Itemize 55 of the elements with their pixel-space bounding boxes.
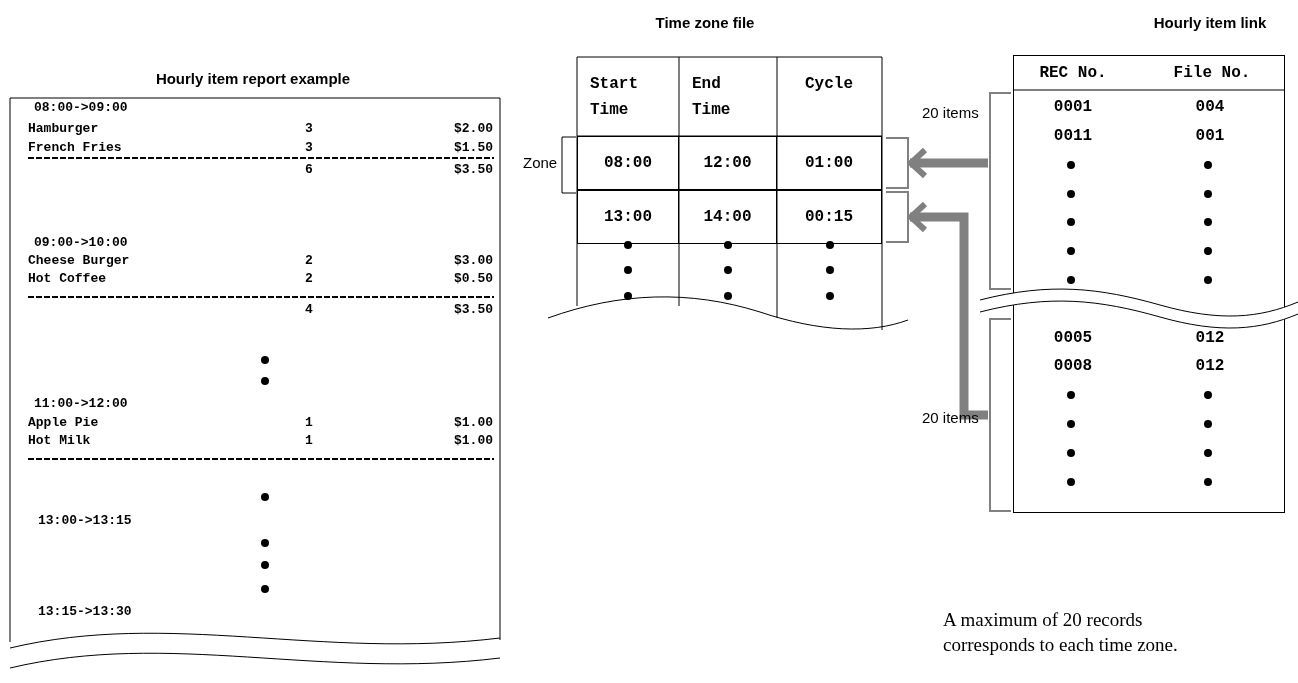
subtotal-amount: $3.50 [454, 302, 493, 318]
arrow [908, 147, 988, 179]
item-count-label: 20 items [922, 409, 979, 427]
record-cell-text: 0001 [1053, 97, 1093, 118]
item-name: Hot Milk [28, 433, 91, 449]
time-range: 11:00->12:00 [34, 396, 128, 412]
item-quantity: 3 [305, 121, 313, 137]
note-text: A maximum of 20 records corresponds to each time zone. [943, 608, 1179, 657]
table-title: Hourly item link [1153, 13, 1267, 31]
time-range: 09:00->10:00 [34, 235, 128, 251]
arrow [908, 201, 988, 420]
item-quantity: 1 [305, 433, 313, 449]
item-name: Hamburger [28, 121, 99, 137]
item-name: Apple Pie [28, 415, 99, 431]
subtotal-quantity: 4 [305, 302, 313, 318]
record-cell-text: 0008 [1053, 356, 1093, 377]
item-quantity: 2 [305, 271, 313, 287]
record-cell-text: 012 [1195, 328, 1225, 349]
item-amount: $2.00 [454, 121, 493, 137]
item-amount: $0.50 [454, 271, 493, 287]
time-cell: 14:00 [679, 190, 777, 244]
column-header: File No. [1173, 63, 1251, 84]
subtotal-quantity: 6 [305, 162, 313, 178]
item-quantity: 3 [305, 140, 313, 156]
time-range: 08:00->09:00 [34, 100, 128, 116]
item-quantity: 2 [305, 253, 313, 269]
record-cell-text: 004 [1195, 97, 1225, 118]
item-amount: $1.00 [454, 433, 493, 449]
record-cell-text: 001 [1195, 126, 1225, 147]
time-range: 13:00->13:15 [38, 513, 132, 529]
report-title: Hourly item report example [155, 69, 351, 87]
column-header: Cycle [805, 74, 853, 95]
table-title: Time zone file [655, 13, 755, 31]
record-cell-text: 012 [1195, 356, 1225, 377]
record-cell-text: 0011 [1053, 126, 1093, 147]
time-cell: 12:00 [679, 136, 777, 190]
time-cell: 13:00 [577, 190, 679, 244]
item-quantity: 1 [305, 415, 313, 431]
column-header: End Time [692, 74, 732, 121]
item-amount: $3.00 [454, 253, 493, 269]
item-name: French Fries [28, 140, 122, 156]
subtotal-amount: $3.50 [454, 162, 493, 178]
time-cell: 08:00 [577, 136, 679, 190]
record-cell-text: 0005 [1053, 328, 1093, 349]
item-amount: $1.00 [454, 415, 493, 431]
column-header: REC No. [1039, 63, 1107, 84]
column-header: Start Time [590, 74, 639, 121]
time-range: 13:15->13:30 [38, 604, 132, 620]
item-name: Hot Coffee [28, 271, 106, 287]
time-cell: 01:00 [777, 136, 882, 190]
item-count-label: 20 items [922, 104, 979, 122]
time-cell: 00:15 [777, 190, 882, 244]
zone-label: Zone [523, 154, 558, 172]
item-amount: $1.50 [454, 140, 493, 156]
item-name: Cheese Burger [28, 253, 130, 269]
